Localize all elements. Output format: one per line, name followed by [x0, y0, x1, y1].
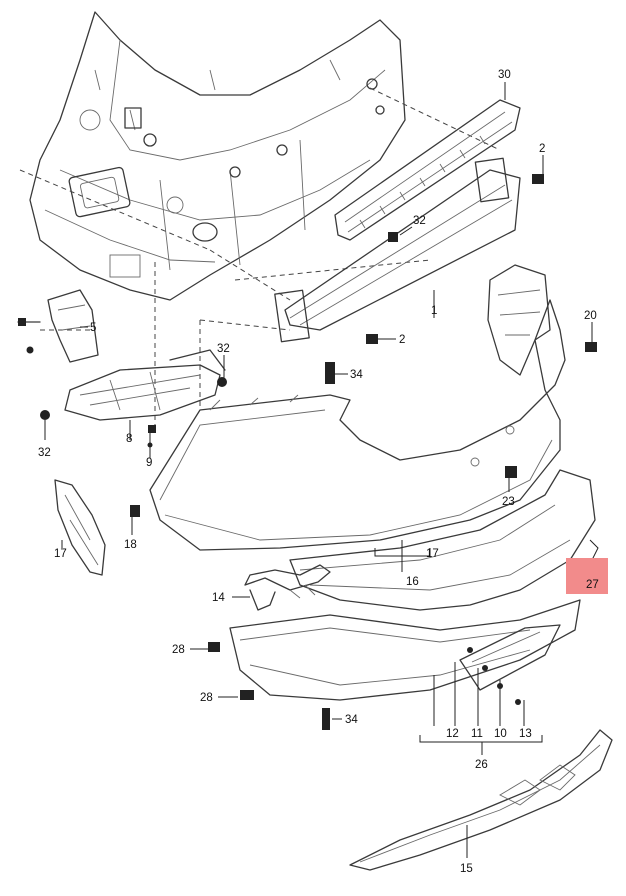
part-14-bracket: [244, 564, 331, 611]
label-1: 1: [431, 305, 437, 317]
label-14: 14: [212, 592, 225, 604]
label-23: 23: [502, 496, 515, 508]
label-5: 5: [90, 322, 96, 334]
part-labels: 30 2 32 1 2 20 5 32 34 8 9 32 17 18 23 1…: [38, 69, 599, 875]
label-20: 20: [584, 310, 597, 322]
label-2-top: 2: [539, 143, 545, 155]
part-5-bracket: [17, 289, 99, 363]
label-30: 30: [498, 69, 511, 81]
label-10: 10: [494, 728, 507, 740]
vehicle-rear-body: [29, 11, 406, 301]
label-9: 9: [146, 457, 152, 469]
part-27-lower-trim: [289, 469, 599, 611]
label-15: 15: [460, 863, 473, 875]
highlight-part-27: [566, 558, 608, 594]
part-16-bumper-cover: [149, 299, 566, 551]
part-30-guide-bracket: [334, 99, 521, 241]
label-16: 16: [406, 576, 419, 588]
part-15-diffuser: [349, 729, 613, 871]
fasteners: [130, 174, 597, 730]
label-17-left: 17: [54, 548, 67, 560]
label-26: 26: [475, 759, 488, 771]
label-11: 11: [471, 728, 483, 740]
label-12: 12: [446, 728, 459, 740]
assembly-dashed-lines: [19, 87, 501, 430]
label-27: 27: [586, 579, 599, 591]
label-2-mid: 2: [399, 334, 405, 346]
part-17-side-bracket: [54, 479, 106, 576]
part-8-mount-bracket: [40, 349, 227, 448]
label-32-top: 32: [413, 215, 426, 227]
label-18: 18: [124, 539, 137, 551]
part-26-lower-bumper: [229, 599, 581, 701]
label-13: 13: [519, 728, 532, 740]
label-34-top: 34: [350, 369, 363, 381]
label-28-top: 28: [172, 644, 185, 656]
label-8: 8: [126, 433, 132, 445]
label-17-center: 17: [426, 548, 439, 560]
leader-lines: [44, 82, 593, 858]
part-1-impact-bar: [274, 157, 521, 343]
label-32-left: 32: [38, 447, 51, 459]
label-34-bottom: 34: [345, 714, 358, 726]
label-28-bottom: 28: [200, 692, 213, 704]
label-32-mid: 32: [217, 343, 230, 355]
part-20-side-guide: [487, 264, 551, 376]
